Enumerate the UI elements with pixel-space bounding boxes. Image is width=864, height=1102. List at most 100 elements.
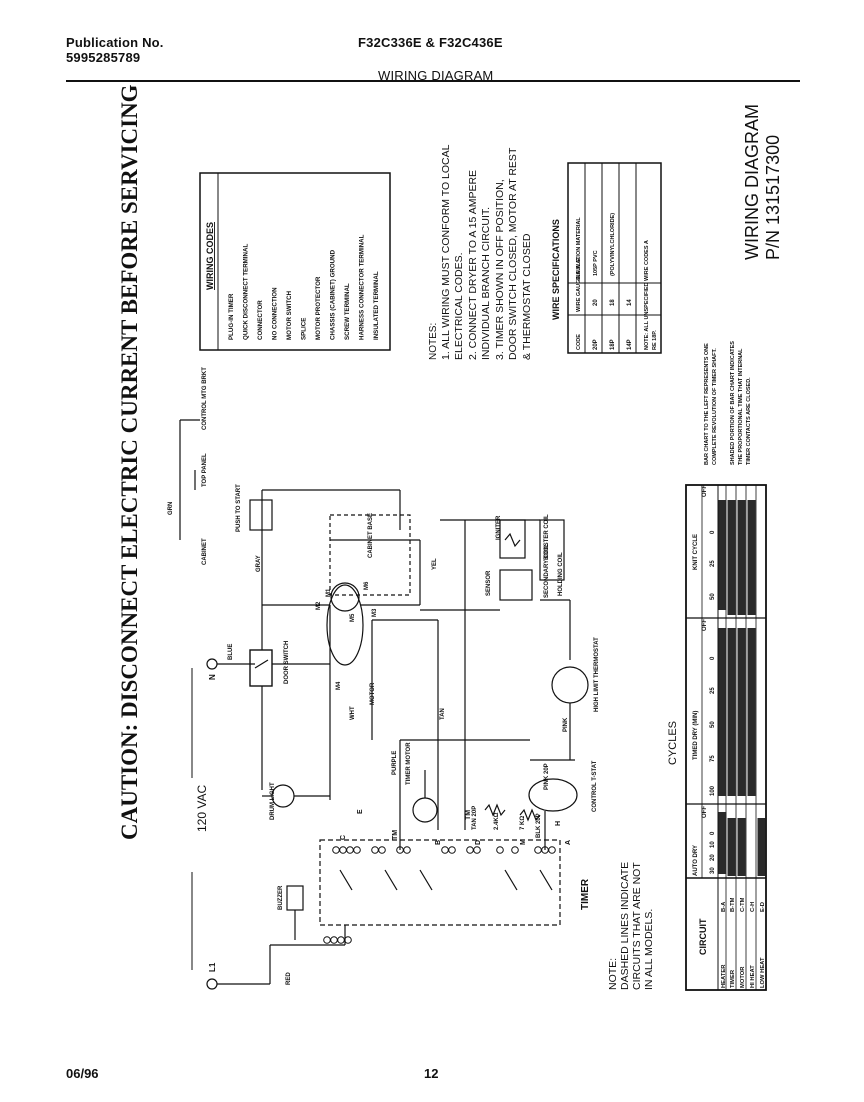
terminal-connector — [466, 846, 474, 854]
wiring-code-item: MOTOR PROTECTOR — [315, 276, 322, 340]
bar-chart-note-line: TIMER CONTACTS ARE CLOSED. — [746, 377, 752, 465]
cycle-bar-segment — [737, 818, 746, 876]
terminal-connector — [548, 846, 556, 854]
wire-spec-material: (POLYVINYLCHLORIDE) — [610, 213, 616, 276]
terminal-connector — [534, 846, 542, 854]
wire-spec-header: CODE — [576, 334, 582, 350]
cycle-circuit-name: TIMER — [730, 969, 736, 988]
note-line: 2. CONNECT DRYER TO A 15 AMPERE — [467, 170, 479, 360]
pink-wire-label: PINK — [563, 717, 569, 732]
cycle-tick-timed: 25 — [710, 687, 716, 694]
igniter-label: IGNITER — [496, 515, 502, 540]
tan-20p-label: TAN 20P — [472, 806, 478, 830]
publication-number: 5995285789 — [66, 50, 141, 65]
timer-label: TIMER — [580, 878, 591, 910]
cycle-group-knit: KNIT CYCLE — [693, 534, 699, 570]
buzzer-label: BUZZER — [278, 885, 284, 910]
cycle-bar-segment — [727, 628, 736, 796]
timer-terminal-letter: B — [435, 840, 442, 845]
voltage-label: 120 VAC — [195, 785, 209, 832]
cycle-bar-segment — [718, 500, 727, 610]
cycle-bar-segment — [747, 500, 756, 615]
wiring-codes-title: WIRING CODES — [205, 222, 215, 290]
terminal-connector — [344, 936, 352, 944]
wiring-code-item: HARNESS CONNECTOR TERMINAL — [359, 234, 366, 340]
booster-coil-label: BOOSTER COIL — [544, 514, 550, 560]
wiring-code-item: CHASSIS (CABINET) GROUND — [330, 249, 337, 340]
cycle-tick-timed: 0 — [710, 656, 716, 660]
holding-coil-label: HOLDING COIL — [558, 552, 564, 596]
cycle-circuit-name: HEATER — [721, 964, 727, 988]
top-panel-label: TOP PANEL — [202, 453, 208, 487]
cycle-circuit-code: E-D — [760, 902, 766, 912]
wire-spec-note: NOTE: ALL UNSPECIFIED WIRE CODES A — [644, 240, 650, 350]
cycle-tick-knit: 25 — [710, 560, 716, 567]
terminal-connector — [378, 846, 386, 854]
note-line: DOOR SWITCH CLOSED, MOTOR AT REST — [507, 147, 519, 360]
cycle-tick-auto: 10 — [710, 841, 716, 848]
wire-spec-title: WIRE SPECIFICATIONS — [551, 219, 561, 320]
wire-spec-code: 20P — [593, 339, 599, 350]
terminal-connector — [371, 846, 379, 854]
motor-terminal-m6: M6 — [364, 581, 370, 590]
wire-spec-material: 105P PVC — [593, 250, 599, 276]
terminal-connector — [511, 846, 519, 854]
notes-block: NOTES: 1. ALL WIRING MUST CONFORM TO LOC… — [428, 144, 533, 360]
terminal-connector — [441, 846, 449, 854]
wiring-code-item: INSULATED TERMINAL — [373, 271, 380, 340]
note-line: & THERMOSTAT CLOSED — [521, 233, 533, 360]
note-line: 3. TIMER SHOWN IN OFF POSITION, — [494, 179, 506, 360]
high-limit-thermostat-label: HIGH LIMIT THERMOSTAT — [594, 637, 600, 712]
wire-spec-note: RE 18P. — [652, 330, 658, 350]
red-wire-label: RED — [286, 972, 292, 985]
note-line: 1. ALL WIRING MUST CONFORM TO LOCAL — [440, 144, 452, 360]
wire-spec-gauge: 20 — [593, 299, 599, 306]
cycle-bar-segment — [737, 628, 746, 796]
timer-terminal-letter: M — [520, 839, 527, 845]
cycle-tick-knit: 0 — [710, 530, 716, 534]
side-title-line1: WIRING DIAGRAM — [742, 104, 762, 260]
cycles-title: CYCLES — [667, 721, 679, 765]
motor-terminal-m1: M1 — [326, 588, 332, 597]
cycle-tick-auto: 0 — [710, 831, 716, 835]
cycle-group-auto-dry: AUTO DRY — [693, 845, 699, 876]
side-title-line2: P/N 131517300 — [763, 135, 783, 260]
timer-motor-label: TIMER MOTOR — [406, 742, 412, 785]
bar-chart-note-line: BAR CHART TO THE LEFT REPRESENTS ONE — [704, 343, 710, 465]
wiring-code-item: NO CONNECTION — [272, 287, 279, 340]
drum-light-label: DRUM LIGHT — [270, 782, 276, 820]
publication-label: Publication No. — [66, 35, 164, 50]
timer-terminal-letter: H — [555, 821, 562, 826]
section-title: WIRING DIAGRAM — [378, 68, 494, 83]
sensor-label: SENSOR — [486, 570, 492, 596]
note-line: INDIVIDUAL BRANCH CIRCUIT. — [480, 207, 492, 360]
cabinet-ground-label: CABINET — [202, 538, 208, 565]
cycle-circuit-name: MOTOR — [740, 966, 746, 988]
cycle-bar-segment — [718, 628, 727, 796]
tan-wire-label: TAN — [440, 708, 446, 720]
terminal-connector — [473, 846, 481, 854]
terminal-connector — [332, 846, 340, 854]
wire-spec-gauge: 18 — [610, 299, 616, 306]
motor-label: MOTOR — [370, 682, 376, 705]
cycle-tick-timed: 50 — [710, 721, 716, 728]
cabinet-base-label: CABINET BASE — [368, 513, 374, 558]
bar-chart-note-line: THE PROPORTIONAL TIME THAT INTERNAL — [738, 348, 744, 465]
control-thermostat-label: CONTROL T-STAT — [592, 760, 598, 812]
l1-label: L1 — [208, 962, 217, 972]
cycle-tick-auto: 30 — [710, 867, 716, 874]
timer-terminal-letter: TM — [392, 830, 399, 840]
cycle-tick-timed: 75 — [710, 755, 716, 762]
schematic — [179, 419, 589, 990]
cycle-off-label: OFF — [702, 619, 708, 631]
cycle-bar-segment — [737, 500, 746, 615]
timer-terminal-letter: TM — [465, 810, 472, 820]
wire-spec-gauge: 14 — [627, 299, 633, 306]
gray-wire-label: GRAY — [256, 555, 262, 572]
header-rule — [66, 80, 800, 82]
